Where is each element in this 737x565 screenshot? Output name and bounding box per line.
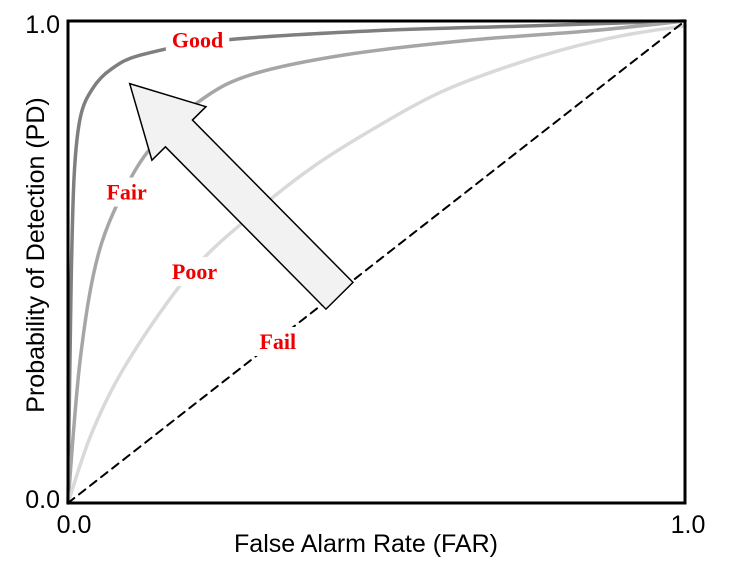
series-line-poor xyxy=(66,24,687,505)
y-axis-label: Probability of Detection (PD) xyxy=(22,97,50,412)
plot-frame xyxy=(66,19,687,505)
x-tick-right: 1.0 xyxy=(671,511,706,539)
improvement-arrow xyxy=(128,82,355,311)
region-label-fair: Fair xyxy=(100,177,154,207)
series-line-fail xyxy=(67,20,686,504)
region-label-poor: Poor xyxy=(165,257,224,287)
svg-text:Poor: Poor xyxy=(172,259,217,284)
region-label-background xyxy=(165,25,230,55)
x-axis-label: False Alarm Rate (FAR) xyxy=(234,530,498,558)
svg-text:Fail: Fail xyxy=(259,329,296,354)
region-label-good: Good xyxy=(165,25,230,55)
region-label-fail: Fail xyxy=(253,326,303,356)
region-label-background xyxy=(100,177,154,207)
region-label-background xyxy=(253,326,303,356)
svg-text:Good: Good xyxy=(172,28,223,53)
series-line-fair xyxy=(66,19,687,505)
x-tick-left: 0.0 xyxy=(57,511,92,539)
improvement-arrow-layer xyxy=(128,82,355,311)
y-tick-top: 1.0 xyxy=(25,11,60,39)
roc-curves xyxy=(66,19,687,505)
series-line-good xyxy=(66,19,687,505)
y-tick-bottom: 0.0 xyxy=(25,486,60,514)
svg-text:Fair: Fair xyxy=(106,180,147,205)
region-label-background xyxy=(165,257,224,287)
